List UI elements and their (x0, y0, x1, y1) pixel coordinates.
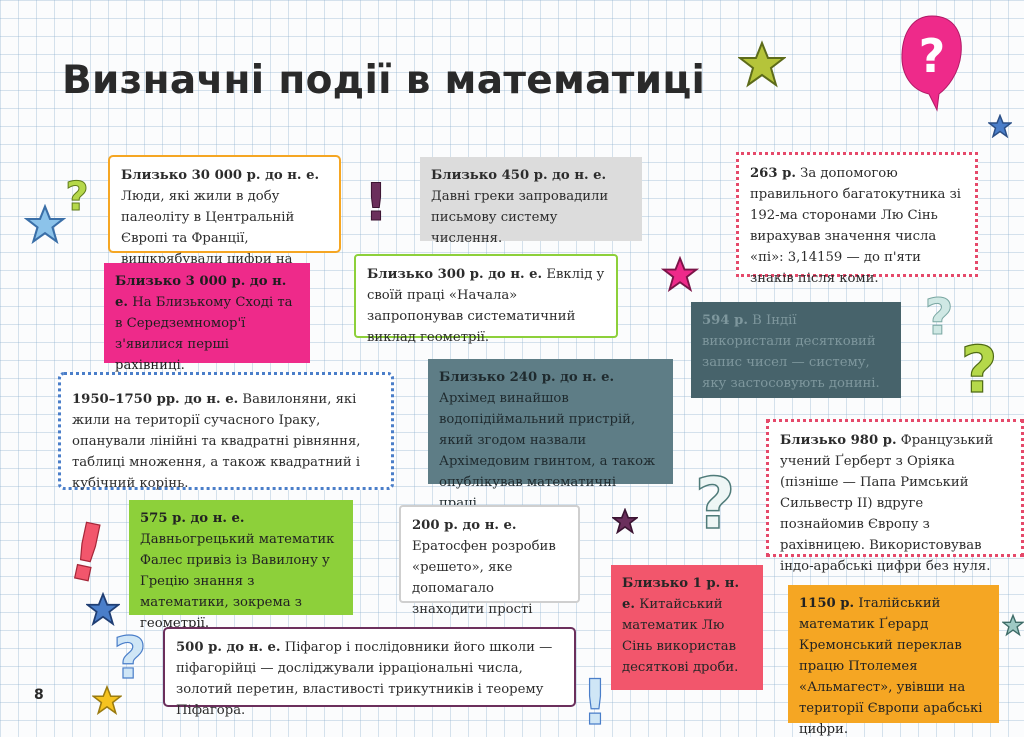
star-icon (1002, 613, 1024, 637)
event-card-1150: 1150 р. Італійський математик Ґерард Кре… (788, 585, 999, 737)
question-mark-icon: ? (65, 174, 89, 219)
star-icon (612, 508, 638, 534)
event-date: 594 р. (702, 313, 748, 328)
star-icon (24, 204, 66, 244)
event-date: Близько 980 р. (780, 433, 897, 448)
question-mark-icon: ? (960, 333, 998, 400)
event-date: Близько 300 р. до н. е. (367, 267, 543, 282)
exclamation-icon: ! (66, 508, 110, 588)
event-date: Близько 1 р. н. е. (622, 576, 740, 612)
question-mark-icon: ? (113, 623, 148, 686)
star-icon (86, 592, 120, 626)
event-card-240bc: Близько 240 р. до н. е. Архімед винайшов… (428, 359, 673, 511)
event-card-1950bc: 1950–1750 рр. до н. е. Вавилоняни, які ж… (58, 372, 394, 491)
exclamation-glyph: ! (66, 508, 110, 588)
exclamation-glyph: ! (581, 666, 609, 730)
event-date: 200 р. до н. е. (412, 518, 517, 533)
event-date: Близько 240 р. до н. е. (439, 370, 615, 385)
question-mark-glyph: ? (695, 463, 736, 538)
event-text: На Близькому Сході та в Середземномор'ї … (115, 295, 293, 373)
event-text: Французький учений Ґерберт з Оріяка (піз… (780, 433, 994, 574)
event-card-594: 594 р. В Індії використали десятковий за… (691, 302, 901, 398)
event-date: Близько 30 000 р. до н. е. (121, 168, 320, 183)
event-text: Китайський математик Лю Сінь використав … (622, 597, 739, 675)
event-card-30000bc: Близько 30 000 р. до н. е. Люди, які жил… (108, 155, 341, 288)
page-number: 8 (34, 687, 44, 703)
star-icon (661, 256, 699, 292)
exclamation-icon: ! (364, 173, 389, 227)
star-icon (988, 114, 1012, 138)
event-card-1ad: Близько 1 р. н. е. Китайський математик … (611, 565, 763, 690)
event-date: 1950–1750 рр. до н. е. (72, 392, 239, 407)
event-text: Ератосфен розробив «решето», яке допомаг… (412, 539, 556, 638)
question-mark-glyph: ? (113, 624, 147, 686)
question-bubble-glyph: ? (919, 29, 946, 83)
event-text: Архімед винайшов водопідіймальний пристр… (439, 391, 656, 511)
question-mark-glyph: ? (960, 334, 997, 400)
event-date: Близько 3 000 р. до н. е. (115, 274, 287, 310)
event-card-980: Близько 980 р. Французький учений Ґербер… (766, 419, 1024, 574)
event-card-500bc: 500 р. до н. е. Піфагор і послідовники й… (163, 627, 576, 718)
question-bubble-icon: ? (901, 15, 962, 112)
exclamation-glyph: ! (364, 173, 388, 226)
event-text: За допомогою правильного багатокутника з… (750, 166, 962, 286)
page-title: Визначні події в математиці (62, 58, 706, 103)
event-date: 500 р. до н. е. (176, 640, 281, 655)
question-mark-glyph: ? (65, 174, 88, 218)
star-icon (738, 40, 786, 88)
event-card-450bc: Близько 450 р. до н. е. Давні греки запр… (420, 157, 642, 246)
event-text: Піфагор і послідовники його школи — піфа… (176, 640, 553, 718)
event-text: В Індії використали десятковий запис чис… (702, 313, 880, 391)
event-date: 1150 р. (799, 596, 855, 611)
exclamation-icon: ! (580, 665, 609, 730)
question-mark-icon: ? (924, 288, 954, 343)
event-date: 575 р. до н. е. (140, 511, 245, 526)
event-text: Вавилоняни, які жили на території сучасн… (72, 392, 361, 491)
event-card-263: 263 р. За допомогою правильного багатоку… (736, 152, 978, 286)
event-card-3000bc: Близько 3 000 р. до н. е. На Близькому С… (104, 263, 310, 373)
question-mark-glyph: ? (924, 288, 953, 342)
event-date: Близько 450 р. до н. е. (431, 168, 607, 183)
event-card-575bc: 575 р. до н. е. Давньогрецький математик… (129, 500, 353, 631)
event-card-200bc: 200 р. до н. е. Ератосфен розробив «реше… (399, 505, 580, 638)
event-card-300bc: Близько 300 р. до н. е. Евклід у своїй п… (354, 254, 618, 345)
event-date: 263 р. (750, 166, 796, 181)
event-text: Давньогрецький математик Фалес привіз із… (140, 532, 335, 631)
event-text: Давні греки запровадили письмову систему… (431, 189, 609, 246)
question-mark-icon: ? (694, 462, 736, 538)
event-text: Італійський математик Ґерард Кремонський… (799, 596, 983, 737)
event-text: Евклід у своїй праці «Начала» запропонув… (367, 267, 605, 345)
star-icon (92, 685, 122, 715)
